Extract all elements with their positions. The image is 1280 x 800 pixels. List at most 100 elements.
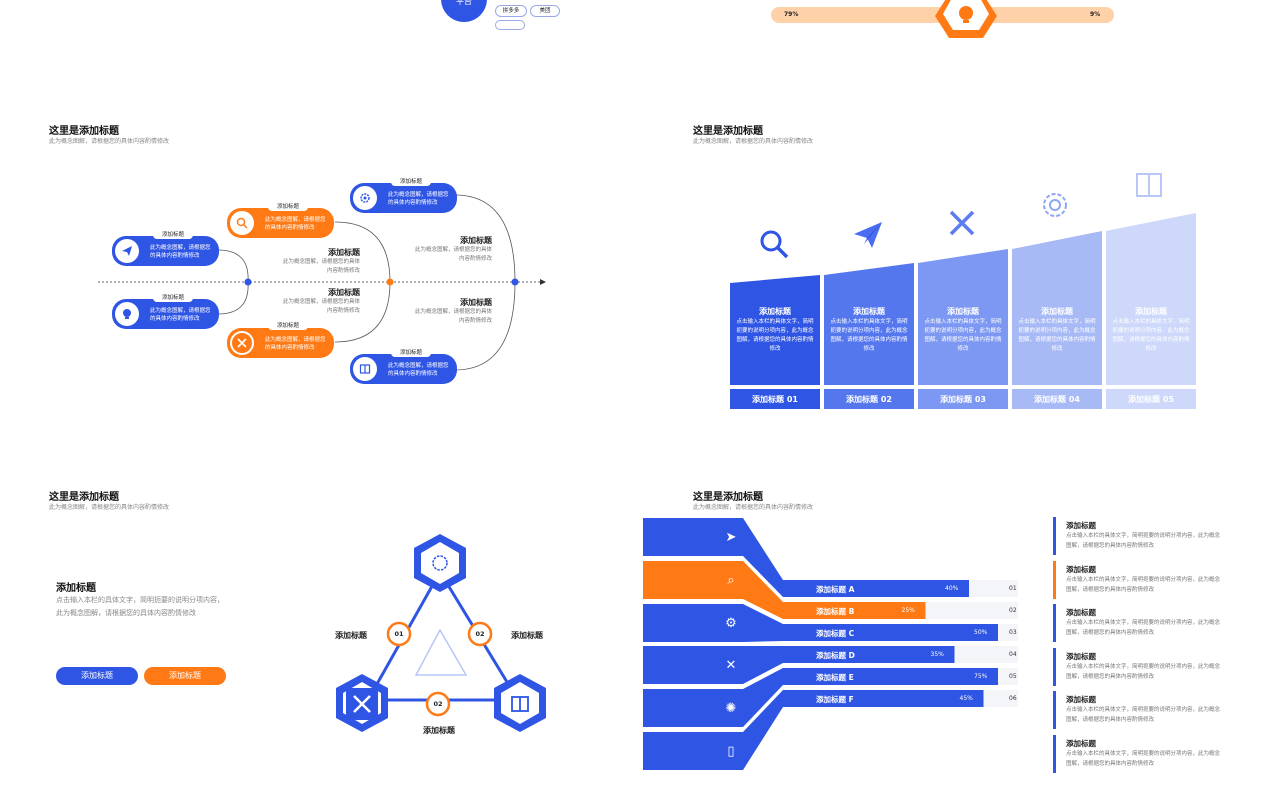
bar-percent: 40% <box>945 585 959 592</box>
paper-plane-icon <box>854 222 882 248</box>
slide3-triangle-diagram <box>336 534 546 732</box>
slide1-branch-1: 添加标题 此为概念图解，请根据您的具体内容酌情修改 <box>280 247 360 276</box>
side-item-text: 点击输入本栏的具体文字，简明扼要的说明分项内容，此为概念图解，请根据您的具体内容… <box>1066 620 1221 636</box>
tools-icon: ✕ <box>725 657 737 673</box>
ribbon-band-4 <box>643 646 783 684</box>
bar-value-5 <box>783 668 998 685</box>
side-accent-bar <box>1053 691 1056 729</box>
stair-column-title: 添加标题 <box>1041 307 1073 316</box>
slide1-branch-2-text: 此为概念图解，请根据您的具体内容酌情修改 <box>282 299 360 314</box>
slide1-node-2-title: 添加标题 <box>153 294 193 302</box>
gear-icon: ⚙ <box>725 615 737 631</box>
bar-value-1 <box>783 580 969 597</box>
slide4-ribbons <box>643 518 1018 770</box>
slide3-label-left: 添加标题 <box>335 631 367 640</box>
platform-label: 平台 <box>456 0 472 6</box>
slide3-subtitle: 此为概念图解，请根据您的具体内容酌情修改 <box>49 504 170 511</box>
gear-icon <box>1043 193 1067 217</box>
tools-icon <box>949 210 975 236</box>
bar-number: 02 <box>1009 607 1017 614</box>
tools-icon <box>230 331 254 355</box>
slide1-node-2-text: 此为概念图解，请根据您的具体内容酌情修改 <box>150 308 211 322</box>
bar-value-4 <box>783 646 955 663</box>
stair-column-2 <box>824 263 914 385</box>
bar-number: 05 <box>1009 673 1017 680</box>
progress-right-label: 9% <box>1090 11 1101 18</box>
bar-number: 03 <box>1009 629 1017 636</box>
stair-column-text: 点击输入本栏的具体文字，简明扼要的说明分项内容，此为概念图解，请根据您的具体内容… <box>736 319 814 352</box>
slide3-label-right: 添加标题 <box>511 631 543 640</box>
search-icon: ⌕ <box>727 572 735 588</box>
bar-number: 04 <box>1009 651 1017 658</box>
bar-label: 添加标题 E <box>816 673 854 682</box>
stair-column-text: 点击输入本栏的具体文字，简明扼要的说明分项内容，此为概念图解，请根据您的具体内容… <box>1018 319 1096 352</box>
ribbon-band-6 <box>643 690 783 770</box>
bar-value-3 <box>783 624 998 641</box>
bar-percent: 35% <box>930 651 944 658</box>
bar-label: 添加标题 D <box>816 651 855 660</box>
side-accent-bar <box>1053 648 1056 686</box>
stair-footer-label: 添加标题 05 <box>1128 395 1174 404</box>
slide1-branch-3-title: 添加标题 <box>460 236 492 245</box>
side-item-title: 添加标题 <box>1066 652 1096 661</box>
side-item-text: 点击输入本栏的具体文字，简明扼要的说明分项内容，此为概念图解，请根据您的具体内容… <box>1066 533 1221 549</box>
book-icon <box>353 357 377 381</box>
bar-value-6 <box>783 690 984 707</box>
slide2-subtitle: 此为概念图解，请根据您的具体内容酌情修改 <box>693 138 814 145</box>
slide4-title: 这里是添加标题 <box>693 492 763 503</box>
bar-value-2 <box>783 602 926 619</box>
slide1-title: 这里是添加标题 <box>49 126 119 137</box>
slide1-branch-3-text: 此为概念图解，请根据您的具体内容酌情修改 <box>414 247 492 262</box>
send-icon <box>115 239 139 263</box>
search-icon <box>230 211 254 235</box>
slide1-branch-4-title: 添加标题 <box>460 298 492 307</box>
stair-footer-4 <box>1012 389 1102 409</box>
slide1-node-5-text: 此为概念图解，请根据您的具体内容酌情修改 <box>388 192 449 206</box>
slide1-branch-4: 添加标题 此为概念图解，请根据您的具体内容酌情修改 <box>412 297 492 326</box>
slide3-blue-button[interactable]: 添加标题 <box>56 667 138 685</box>
paper-plane-icon: ➤ <box>725 529 737 545</box>
slide1-connector-lines <box>98 194 546 371</box>
stair-column-text: 点击输入本栏的具体文字，简明扼要的说明分项内容，此为概念图解，请根据您的具体内容… <box>1112 319 1190 352</box>
lightbulb-hex-badge <box>935 0 997 38</box>
slide1-node-3-text: 此为概念图解，请根据您的具体内容酌情修改 <box>265 217 326 231</box>
side-item-text: 点击输入本栏的具体文字，简明扼要的说明分项内容，此为概念图解，请根据您的具体内容… <box>1066 664 1221 680</box>
side-item-text: 点击输入本栏的具体文字，简明扼要的说明分项内容，此为概念图解，请根据您的具体内容… <box>1066 751 1221 767</box>
bar-label: 添加标题 F <box>816 695 854 704</box>
slide1-node-6: 此为概念图解，请根据您的具体内容酌情修改 <box>350 354 457 384</box>
platform-circle: 平台 <box>441 0 487 22</box>
stair-column-title: 添加标题 <box>947 307 979 316</box>
bar-percent: 75% <box>974 673 988 680</box>
stair-column-3 <box>918 249 1008 385</box>
ribbon-band-2 <box>643 561 783 619</box>
stair-footer-label: 添加标题 02 <box>846 395 892 404</box>
tag-meituan: 美团 <box>530 5 560 17</box>
bar-label: 添加标题 C <box>816 629 855 638</box>
bar-label: 添加标题 B <box>816 607 855 616</box>
stair-column-title: 添加标题 <box>1135 307 1167 316</box>
stair-footer-label: 添加标题 01 <box>752 395 798 404</box>
book-icon <box>1136 173 1162 197</box>
stair-footer-label: 添加标题 04 <box>1034 395 1080 404</box>
slide3-orange-button[interactable]: 添加标题 <box>144 667 226 685</box>
stair-footer-3 <box>918 389 1008 409</box>
slide1-node-4: 此为概念图解，请根据您的具体内容酌情修改 <box>227 328 334 358</box>
slide1-node-1-title: 添加标题 <box>153 231 193 239</box>
slide3-body: 点击输入本栏的具体文字，简明扼要的说明分项内容，此为概念图解，请根据您的具体内容… <box>56 596 224 617</box>
slide4-subtitle: 此为概念图解，请根据您的具体内容酌情修改 <box>693 504 814 511</box>
stair-column-title: 添加标题 <box>853 307 885 316</box>
stair-footer-label: 添加标题 03 <box>940 395 986 404</box>
slide1-node-1-text: 此为概念图解，请根据您的具体内容酌情修改 <box>150 245 211 259</box>
gear-icon <box>353 186 377 210</box>
side-item-title: 添加标题 <box>1066 739 1096 748</box>
stair-footer-1 <box>730 389 820 409</box>
slide1-node-6-text: 此为概念图解，请根据您的具体内容酌情修改 <box>388 363 449 377</box>
slide1-node-1: 此为概念图解，请根据您的具体内容酌情修改 <box>112 236 219 266</box>
slide3-heading: 添加标题 <box>56 583 96 594</box>
bar-number: 01 <box>1009 585 1017 592</box>
side-item-title: 添加标题 <box>1066 565 1096 574</box>
slide2-title: 这里是添加标题 <box>693 126 763 137</box>
slide1-node-3-title: 添加标题 <box>268 203 308 211</box>
slide3-num-right: 02 <box>475 630 485 638</box>
search-icon <box>760 230 789 259</box>
